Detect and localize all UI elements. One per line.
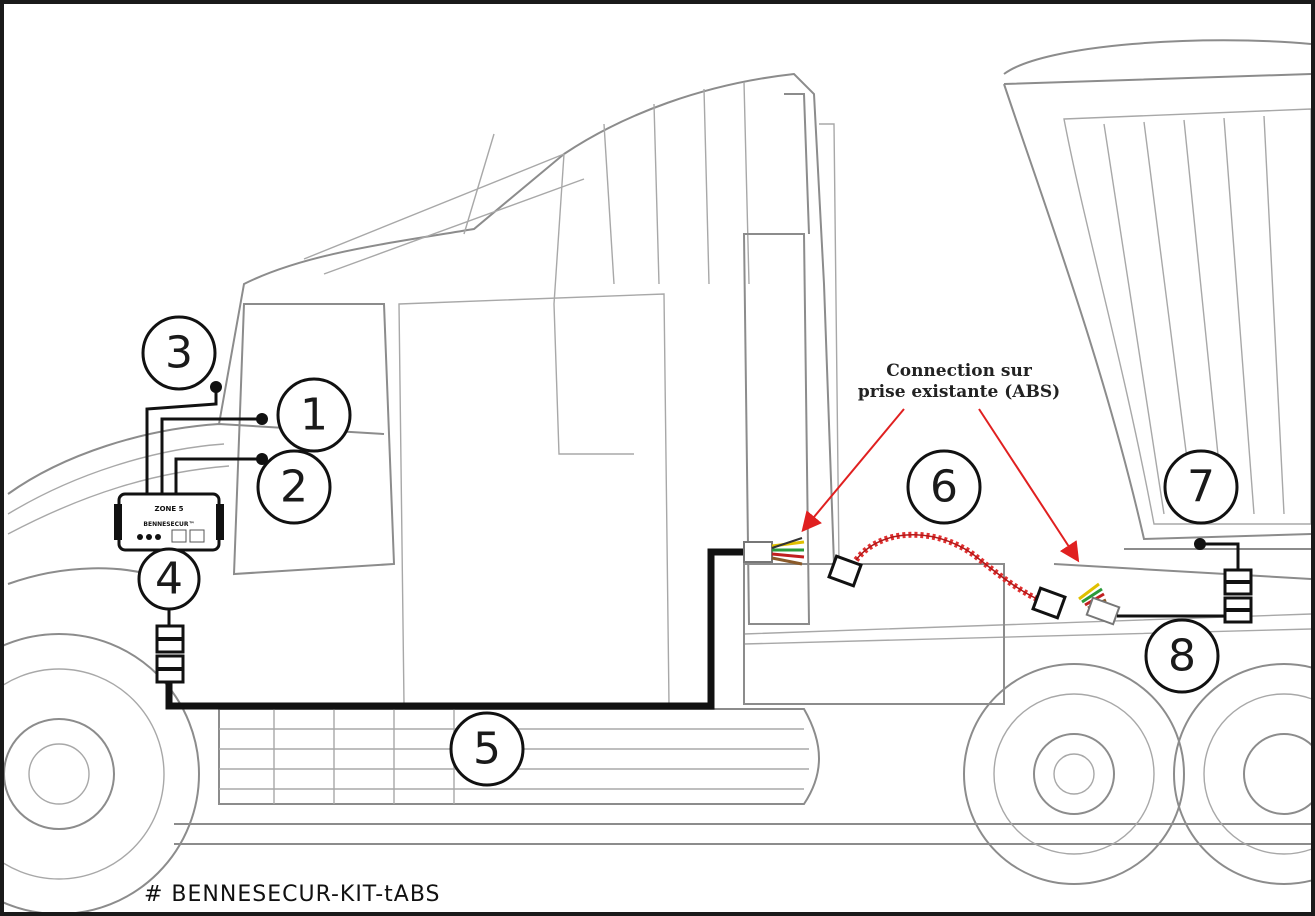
svg-text:1: 1 [300, 390, 328, 441]
truck-wiring-diagram: ZONE 5 BENNESECUR™ [4, 39, 1311, 912]
callout-arrows [801, 408, 1080, 563]
module-brand: ZONE 5 [155, 505, 184, 513]
main-harness [165, 548, 749, 710]
marker-2: 2 [256, 449, 332, 525]
trailer-harness [1117, 538, 1253, 624]
module-led [137, 534, 143, 540]
marker-5: 5 [449, 711, 525, 787]
callout-line-2: prise existante (ABS) [858, 382, 1060, 402]
svg-text:6: 6 [930, 462, 958, 513]
marker-4: 4 [137, 547, 201, 611]
svg-text:4: 4 [155, 554, 183, 605]
abs-plug-cab [743, 537, 805, 566]
marker-8: 8 [1144, 618, 1220, 694]
svg-text:8: 8 [1168, 631, 1196, 682]
svg-text:2: 2 [280, 462, 308, 513]
abs-plug-trailer [1078, 582, 1121, 626]
svg-text:7: 7 [1187, 462, 1215, 513]
connector-4 [155, 624, 185, 684]
bennesecur-module: ZONE 5 BENNESECUR™ [114, 492, 224, 552]
coiled-abs-cable [827, 531, 1067, 620]
marker-6: 6 [906, 449, 982, 525]
callout-line-1: Connection sur [886, 361, 1033, 381]
marker-1: 1 [276, 377, 352, 453]
svg-text:5: 5 [473, 724, 501, 775]
module-led [155, 534, 161, 540]
truck-outline [4, 39, 1311, 912]
arrow-to-cab-plug [801, 408, 905, 533]
module-name: BENNESECUR™ [143, 521, 194, 528]
arrow-to-trailer-plug [978, 408, 1080, 563]
marker-7: 7 [1163, 449, 1239, 525]
svg-text:3: 3 [165, 328, 193, 379]
module-led [146, 534, 152, 540]
kit-reference-caption: # BENNESECUR-KIT-tABS [144, 882, 441, 907]
marker-3: 3 [141, 315, 217, 391]
